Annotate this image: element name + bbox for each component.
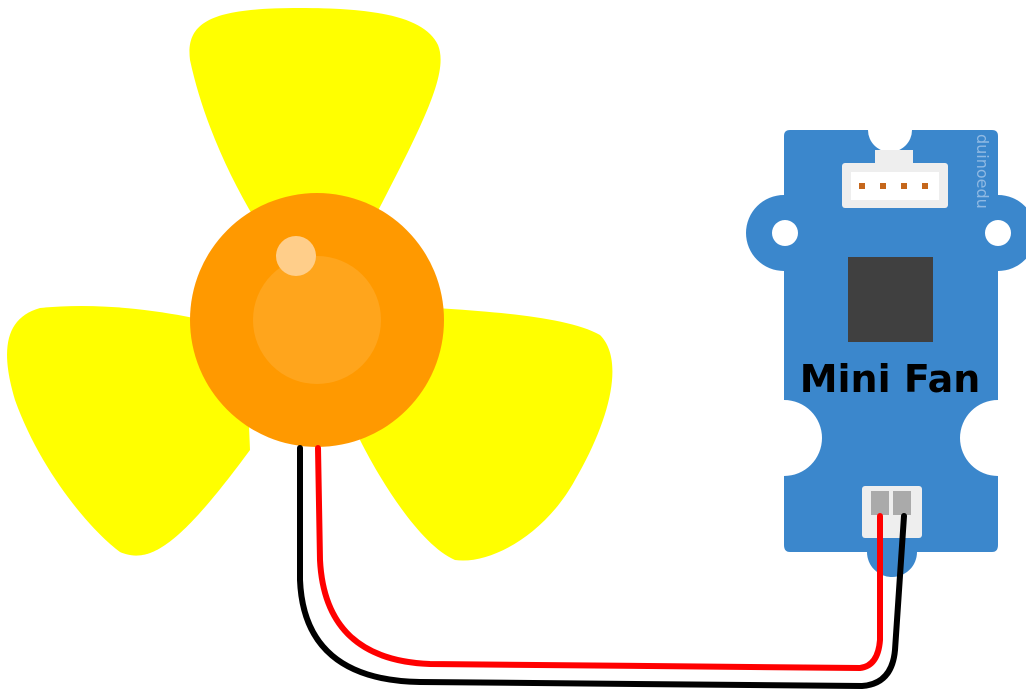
black-wire xyxy=(297,445,907,689)
fan-blade-left xyxy=(7,306,251,556)
brand-label: duinoedu xyxy=(973,134,992,209)
module-name-label: Mini Fan xyxy=(800,357,981,401)
connector-pin xyxy=(922,183,928,189)
wires xyxy=(297,445,907,689)
connector-pin xyxy=(859,183,865,189)
module-board xyxy=(746,130,1026,577)
grove-connector xyxy=(842,150,948,208)
fan-blade-top xyxy=(189,8,441,255)
mini-fan-module: duinoedu Mini Fan xyxy=(746,130,1026,577)
fan-connector xyxy=(862,486,922,538)
connector-pin xyxy=(880,183,886,189)
fan-hub-inner xyxy=(253,256,381,384)
red-wire xyxy=(315,445,883,671)
fan xyxy=(7,8,613,561)
connector-pin xyxy=(901,183,907,189)
fan-hub-highlight xyxy=(276,236,316,276)
driver-chip xyxy=(848,257,933,342)
